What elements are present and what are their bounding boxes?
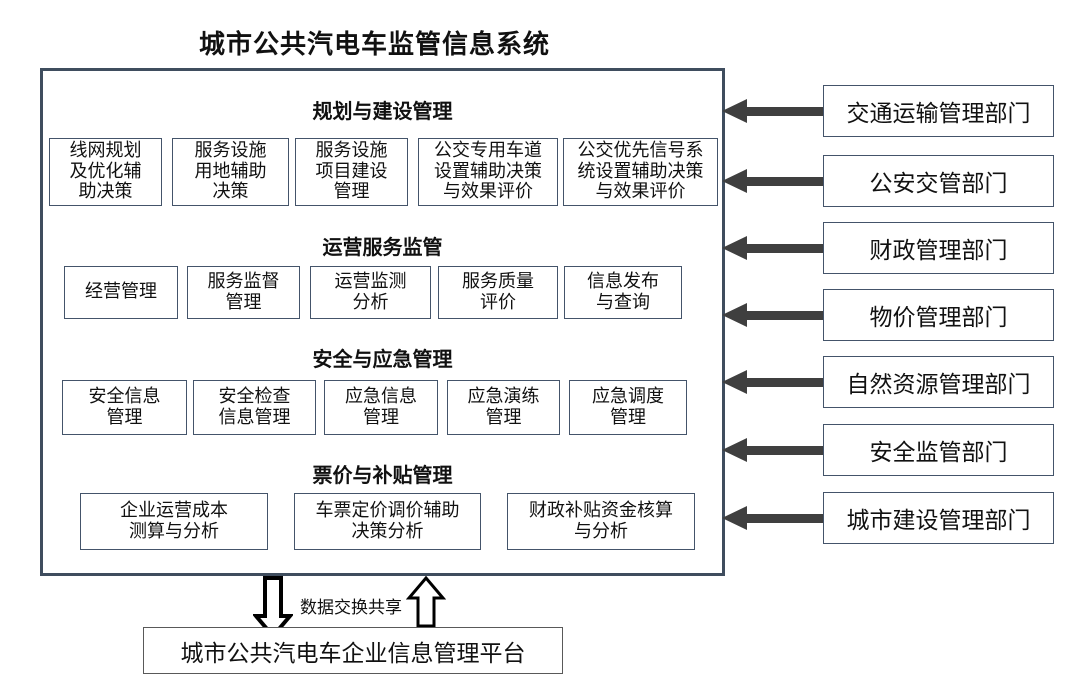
section-title-fares: 票价与补贴管理 [312, 463, 453, 487]
module-box: 服务设施 用地辅助 决策 [172, 138, 289, 206]
module-box: 线网规划 及优化辅 助决策 [49, 138, 162, 206]
department-box: 交通运输管理部门 [823, 85, 1054, 137]
section-title-safety: 安全与应急管理 [312, 347, 453, 371]
arrow-left-icon [722, 236, 823, 260]
arrow-down-icon [251, 576, 295, 642]
department-box: 自然资源管理部门 [823, 356, 1054, 408]
module-box: 服务设施 项目建设 管理 [295, 138, 408, 206]
department-box: 财政管理部门 [823, 222, 1054, 274]
data-exchange-label: 数据交换共享 [300, 598, 402, 618]
module-box: 信息发布 与查询 [564, 266, 682, 319]
arrow-left-icon [722, 169, 823, 193]
arrow-left-icon [722, 303, 823, 327]
section-title-operations: 运营服务监管 [322, 235, 443, 259]
module-box: 企业运营成本 测算与分析 [80, 493, 268, 550]
department-box: 物价管理部门 [823, 289, 1054, 341]
arrow-left-icon [722, 99, 823, 123]
arrow-up-icon [405, 575, 447, 632]
module-box: 安全信息 管理 [62, 380, 187, 435]
module-box: 公交专用车道 设置辅助决策 与效果评价 [418, 138, 558, 206]
module-box: 应急信息 管理 [324, 380, 438, 435]
diagram-title: 城市公共汽电车监管信息系统 [199, 30, 551, 60]
module-box: 车票定价调价辅助 决策分析 [294, 493, 481, 550]
enterprise-platform-box: 城市公共汽电车企业信息管理平台 [143, 627, 563, 674]
arrow-left-icon [722, 438, 823, 462]
module-box: 经营管理 [64, 266, 178, 319]
section-title-planning: 规划与建设管理 [312, 99, 453, 123]
module-box: 财政补贴资金核算 与分析 [507, 493, 695, 550]
arrow-left-icon [722, 370, 823, 394]
module-box: 运营监测 分析 [310, 266, 431, 319]
module-box: 应急演练 管理 [447, 380, 560, 435]
department-box: 城市建设管理部门 [823, 492, 1054, 544]
system-box: 规划与建设管理 线网规划 及优化辅 助决策 服务设施 用地辅助 决策 服务设施 … [40, 68, 725, 576]
module-box: 公交优先信号系 统设置辅助决策 与效果评价 [563, 138, 718, 206]
department-box: 公安交管部门 [823, 155, 1054, 207]
module-box: 服务监督 管理 [187, 266, 300, 319]
department-box: 安全监管部门 [823, 424, 1054, 476]
arrow-left-icon [722, 506, 823, 530]
module-box: 服务质量 评价 [438, 266, 558, 319]
module-box: 安全检查 信息管理 [193, 380, 316, 435]
module-box: 应急调度 管理 [569, 380, 687, 435]
